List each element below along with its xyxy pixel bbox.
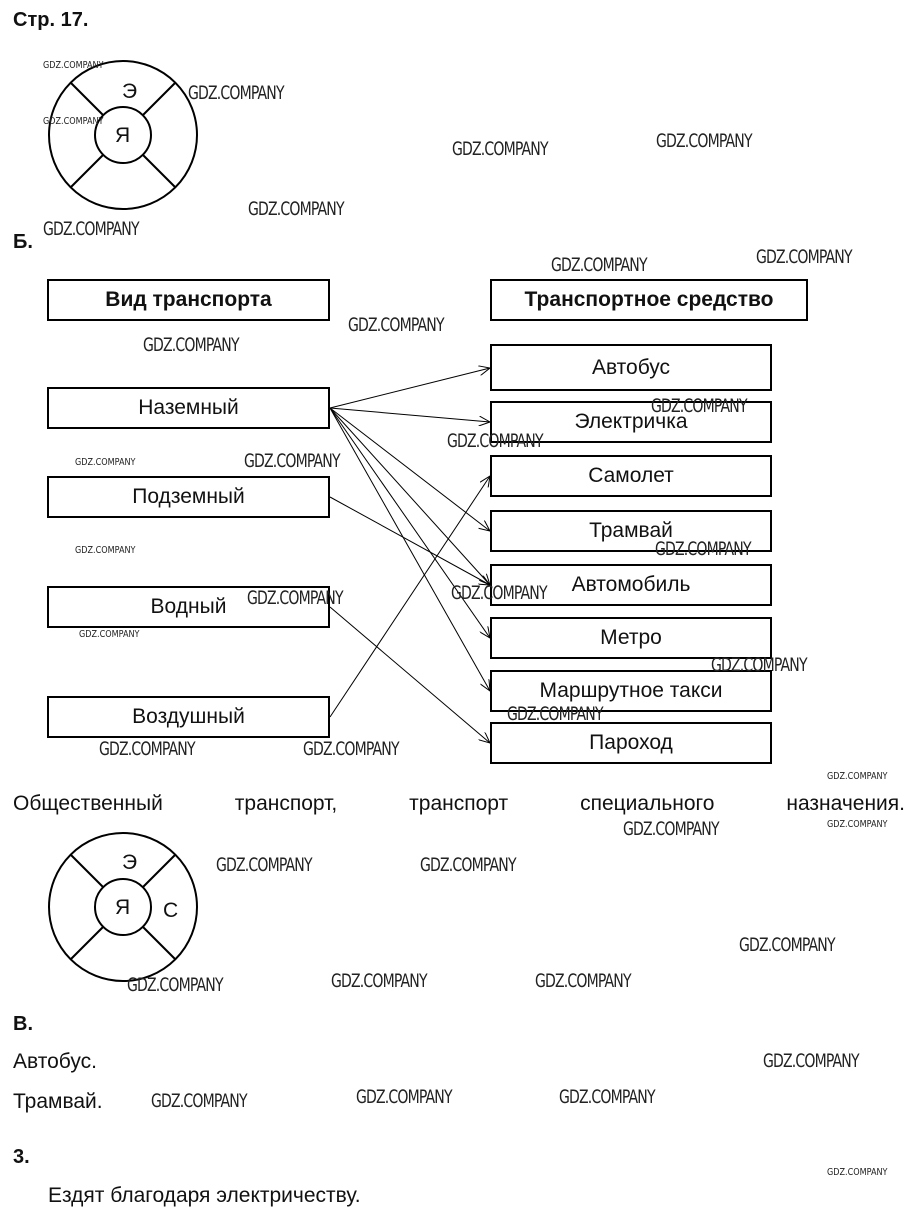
sentence-word: транспорт,	[234, 792, 338, 815]
outer-circle	[48, 60, 198, 210]
vehicle-box: Метро	[490, 617, 772, 659]
watermark-text: GDZ.COMPANY	[75, 457, 136, 468]
transport-type-box: Воздушный	[47, 696, 330, 738]
watermark-text: GDZ.COMPANY	[451, 582, 548, 604]
vehicle-box: Автобус	[490, 344, 772, 391]
watermark-text: GDZ.COMPANY	[711, 654, 808, 676]
section-v-label: В.	[13, 1013, 33, 1035]
watermark-text: GDZ.COMPANY	[535, 970, 632, 992]
watermark-text: GDZ.COMPANY	[244, 450, 341, 472]
connection-arrows	[329, 368, 490, 743]
connection-arrow	[329, 407, 490, 691]
watermark-text: GDZ.COMPANY	[331, 970, 428, 992]
watermark-text: GDZ.COMPANY	[75, 545, 136, 556]
answer-electric: Ездят благодаря электричеству.	[48, 1184, 361, 1207]
answer-bus: Автобус.	[13, 1050, 97, 1073]
watermark-text: GDZ.COMPANY	[151, 1090, 248, 1112]
watermark-text: GDZ.COMPANY	[447, 430, 544, 452]
watermark-text: GDZ.COMPANY	[756, 246, 853, 268]
watermark-text: GDZ.COMPANY	[655, 538, 752, 560]
watermark-text: GDZ.COMPANY	[827, 771, 888, 782]
left-header: Вид транспорта	[47, 279, 330, 321]
circle-diagram-2	[48, 832, 198, 982]
watermark-text: GDZ.COMPANY	[651, 395, 748, 417]
connection-arrow	[329, 496, 490, 585]
circle-diagram-1	[48, 60, 198, 210]
watermark-text: GDZ.COMPANY	[551, 254, 648, 276]
vehicle-box: Электричка	[490, 401, 772, 443]
watermark-text: GDZ.COMPANY	[127, 974, 224, 996]
vehicle-box: Трамвай	[490, 510, 772, 552]
watermark-text: GDZ.COMPANY	[452, 138, 549, 160]
watermark-text: GDZ.COMPANY	[43, 218, 140, 240]
circle1-inner-letter: Я	[115, 124, 131, 147]
watermark-text: GDZ.COMPANY	[79, 629, 140, 640]
vehicle-box: Маршрутное такси	[490, 670, 772, 712]
section-b-label: Б.	[13, 231, 33, 253]
connection-arrow	[329, 368, 490, 409]
transport-type-box: Наземный	[47, 387, 330, 429]
circle2-inner-letter: Я	[115, 896, 131, 919]
watermark-text: GDZ.COMPANY	[143, 334, 240, 356]
transport-type-box: Подземный	[47, 476, 330, 518]
connection-arrow	[329, 407, 490, 422]
circle1-outer-letter: Э	[122, 80, 138, 103]
sentence-word: транспорт	[409, 792, 509, 815]
watermark-text: GDZ.COMPANY	[739, 934, 836, 956]
watermark-text: GDZ.COMPANY	[623, 818, 720, 840]
right-header: Транспортное средство	[490, 279, 808, 321]
connection-arrow	[329, 407, 490, 531]
watermark-text: GDZ.COMPANY	[507, 703, 604, 725]
watermark-text: GDZ.COMPANY	[356, 1086, 453, 1108]
inner-circle	[94, 106, 152, 164]
vehicle-box: Самолет	[490, 455, 772, 497]
watermark-text: GDZ.COMPANY	[827, 819, 888, 830]
vehicle-box: Пароход	[490, 722, 772, 764]
connection-arrow	[329, 606, 490, 743]
sentence-line: Общественный транспорт, транспорт специа…	[13, 792, 905, 816]
watermark-text: GDZ.COMPANY	[99, 738, 196, 760]
watermark-text: GDZ.COMPANY	[43, 116, 104, 127]
connection-arrow	[329, 407, 490, 638]
section-3-label: 3.	[13, 1146, 30, 1168]
page-label: Стр. 17.	[13, 9, 89, 31]
watermark-text: GDZ.COMPANY	[656, 130, 753, 152]
watermark-text: GDZ.COMPANY	[348, 314, 445, 336]
vehicle-box: Автомобиль	[490, 564, 772, 606]
circle2-outer-letter: Э	[122, 851, 138, 874]
answer-tram: Трамвай.	[13, 1090, 103, 1113]
connection-arrow	[329, 476, 490, 718]
connection-arrow	[329, 407, 490, 585]
watermark-text: GDZ.COMPANY	[247, 587, 344, 609]
watermark-text: GDZ.COMPANY	[216, 854, 313, 876]
watermark-text: GDZ.COMPANY	[43, 60, 104, 71]
watermark-text: GDZ.COMPANY	[559, 1086, 656, 1108]
watermark-text: GDZ.COMPANY	[303, 738, 400, 760]
watermark-text: GDZ.COMPANY	[188, 82, 285, 104]
watermark-text: GDZ.COMPANY	[763, 1050, 860, 1072]
transport-type-box: Водный	[47, 586, 330, 628]
circle2-right-letter: С	[163, 899, 179, 922]
sentence-word: Общественный	[13, 792, 163, 815]
sentence-word: назначения.	[786, 792, 905, 815]
sentence-word: специального	[580, 792, 715, 815]
watermark-text: GDZ.COMPANY	[827, 1167, 888, 1178]
watermark-text: GDZ.COMPANY	[248, 198, 345, 220]
watermark-text: GDZ.COMPANY	[420, 854, 517, 876]
